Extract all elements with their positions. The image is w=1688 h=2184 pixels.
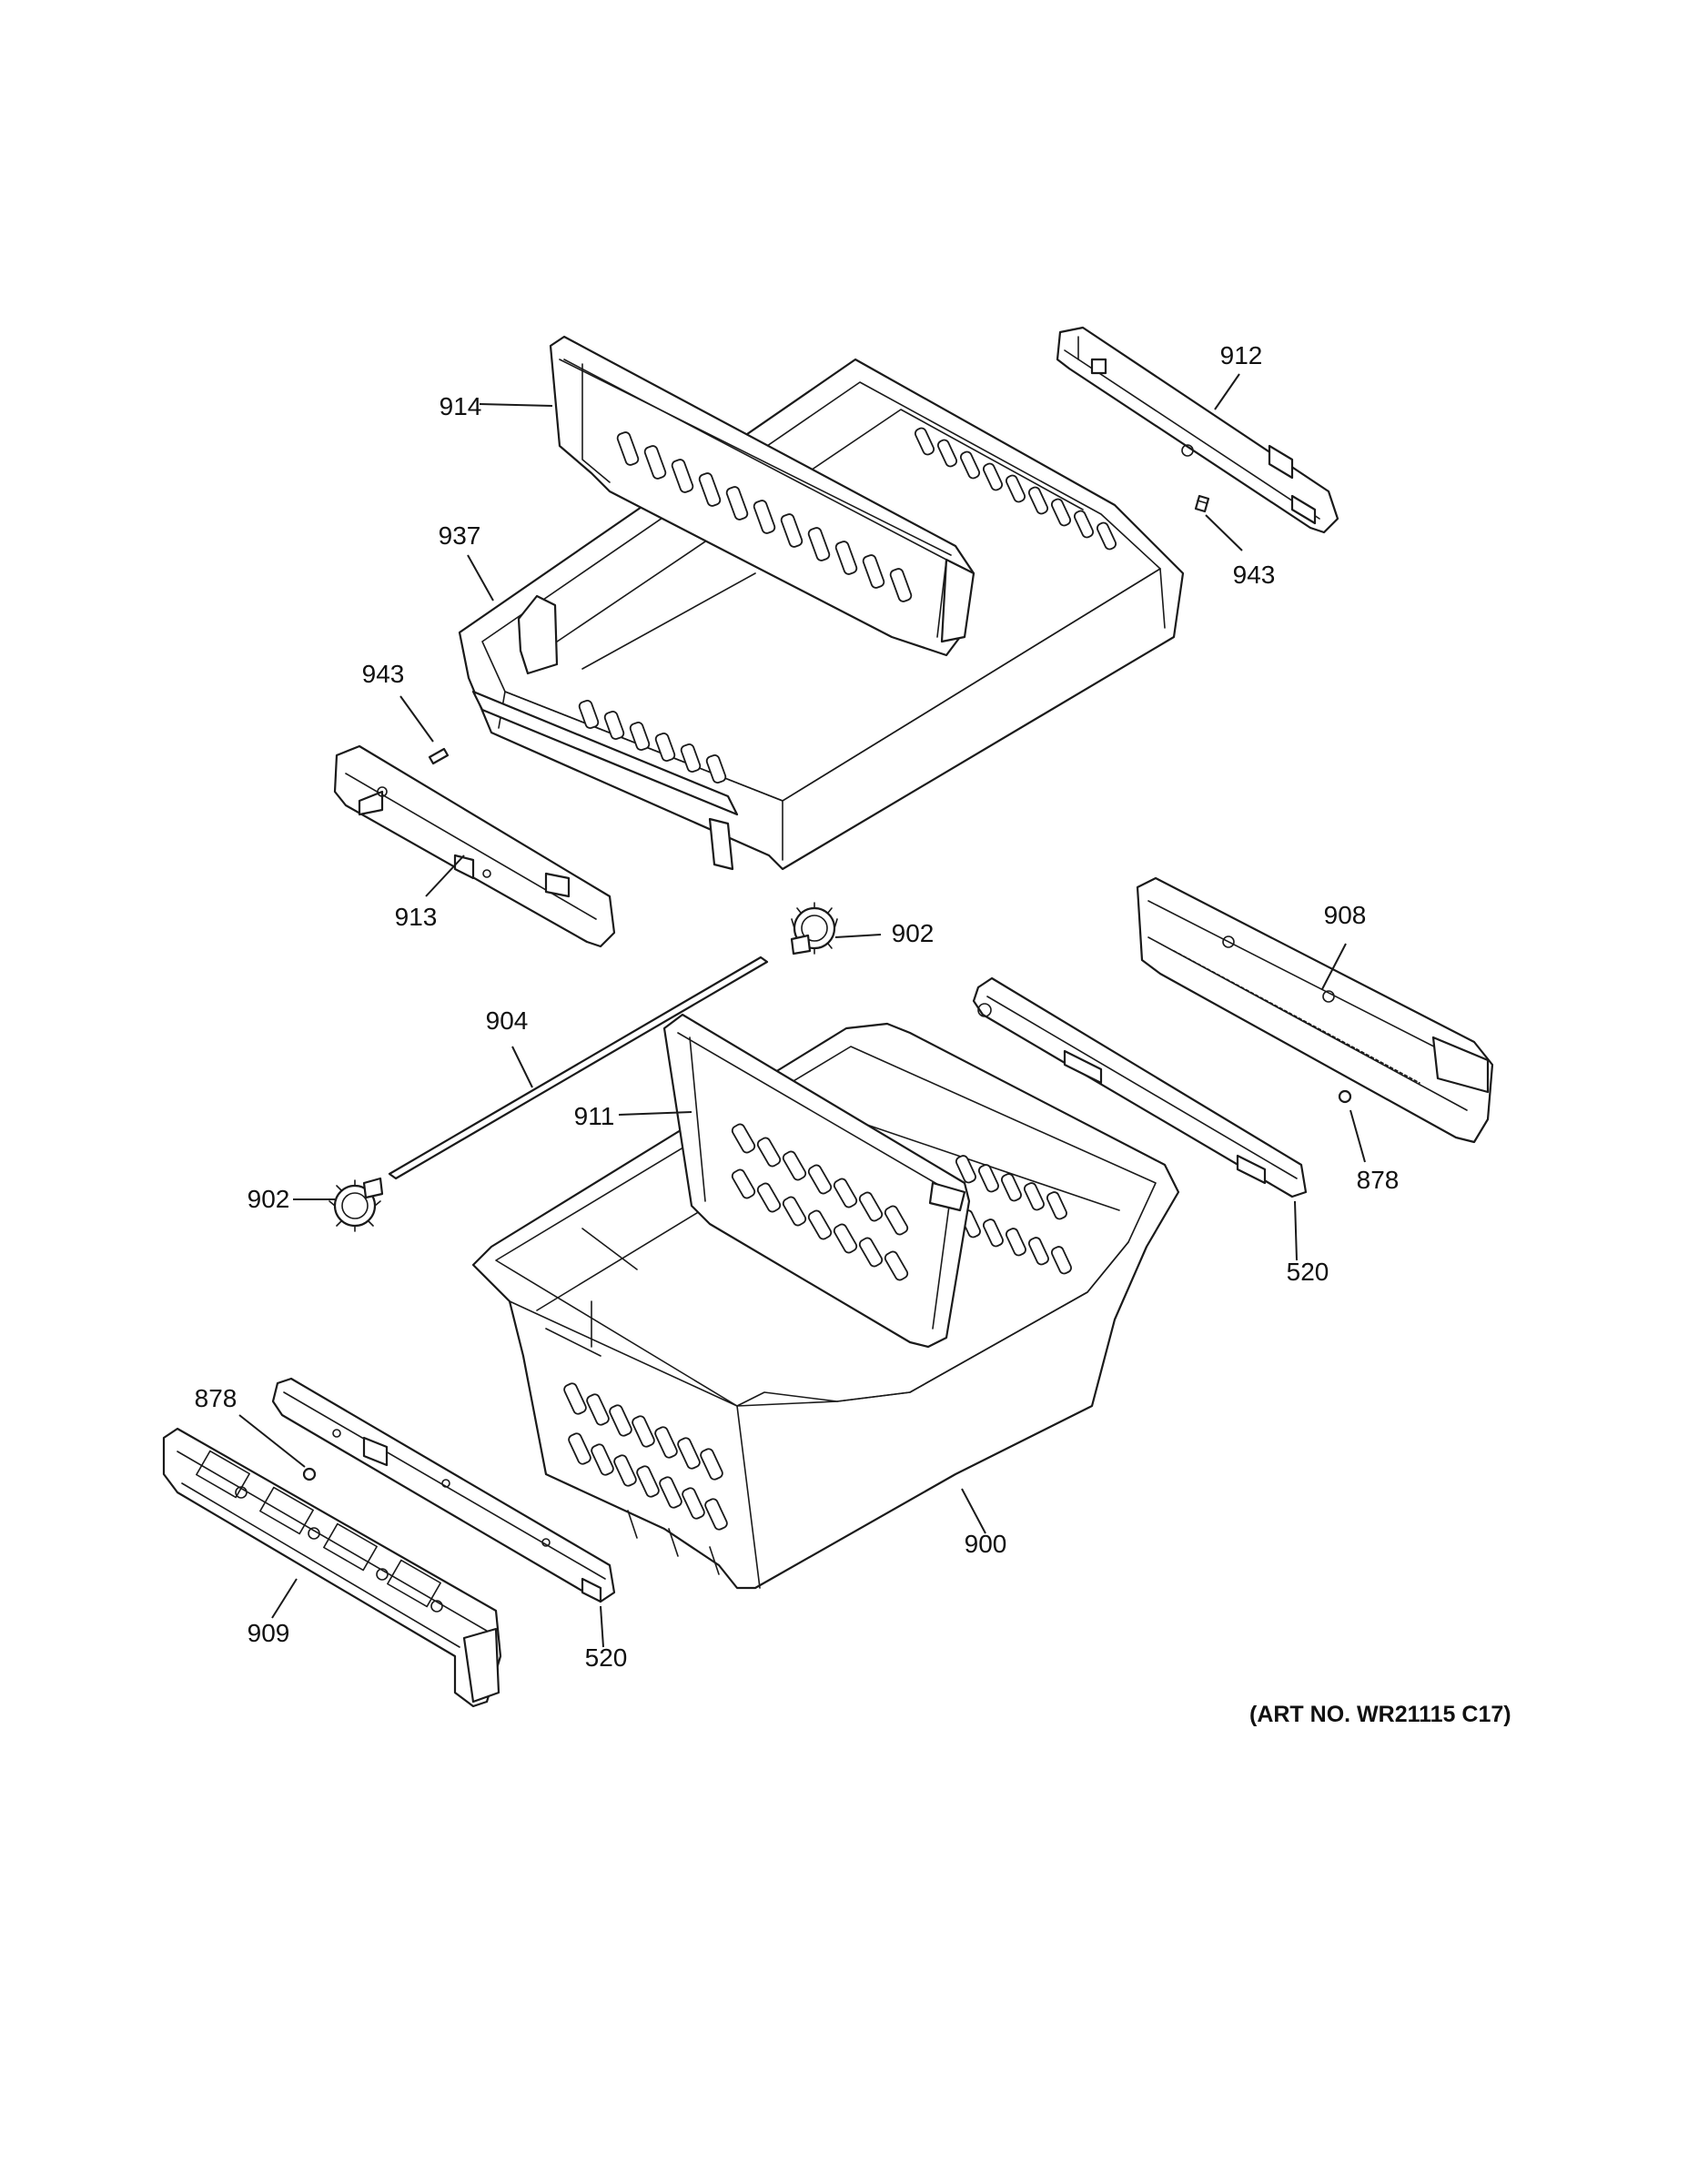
slide-520-left <box>271 1377 616 1603</box>
callout-908: 908 <box>1323 901 1367 929</box>
art-number: (ART NO. WR21115 C17) <box>1249 1702 1511 1727</box>
upper-basket-937 <box>458 358 1185 871</box>
callout-913: 913 <box>394 903 438 931</box>
callout-900: 900 <box>964 1530 1007 1558</box>
leader-520-left <box>600 1605 604 1648</box>
leader-913 <box>425 854 465 897</box>
screw-878-right <box>1338 1089 1352 1104</box>
gear-902-bottom <box>329 1177 384 1232</box>
lower-divider-911 <box>662 1013 971 1349</box>
callout-902-bottom: 902 <box>247 1185 290 1213</box>
callout-911: 911 <box>573 1102 615 1130</box>
leader-904 <box>511 1046 533 1088</box>
upper-basket-vents <box>914 427 1117 551</box>
gear-902-top <box>790 902 838 956</box>
leader-902-top <box>834 934 882 938</box>
slide-520-right <box>972 976 1308 1198</box>
rail-909 <box>162 1427 502 1708</box>
callout-914: 914 <box>439 392 482 420</box>
callout-878-left: 878 <box>194 1384 238 1412</box>
leader-908 <box>1321 943 1347 990</box>
upper-divider-914 <box>517 335 975 675</box>
leader-943-right <box>1205 514 1243 551</box>
callout-943-right: 943 <box>1232 561 1276 589</box>
rail-912 <box>1056 326 1339 534</box>
leader-lines <box>238 373 1366 1648</box>
screw-943-left <box>428 747 450 765</box>
callout-902-top: 902 <box>891 919 935 947</box>
callout-937: 937 <box>438 521 481 550</box>
callout-878-right: 878 <box>1356 1166 1400 1194</box>
screw-943-right <box>1194 494 1210 513</box>
callout-520-right: 520 <box>1286 1258 1329 1286</box>
leader-912 <box>1214 373 1240 410</box>
callout-909: 909 <box>247 1619 290 1647</box>
rail-913 <box>333 744 616 948</box>
leader-878-left <box>238 1414 306 1468</box>
rail-908 <box>1136 876 1494 1144</box>
leader-937 <box>467 554 494 602</box>
leader-943-left <box>399 695 434 743</box>
leader-914 <box>479 403 553 407</box>
callout-904: 904 <box>485 1006 529 1035</box>
callout-520-left: 520 <box>584 1643 628 1672</box>
leader-911 <box>618 1111 692 1116</box>
rod-904 <box>388 956 769 1180</box>
callout-943-left: 943 <box>361 660 405 688</box>
screw-878-left <box>302 1467 317 1481</box>
leader-878-right <box>1349 1109 1366 1163</box>
lower-basket-900 <box>471 1022 1180 1590</box>
callout-912: 912 <box>1219 341 1263 369</box>
leader-909 <box>271 1578 298 1619</box>
leader-900 <box>961 1488 986 1534</box>
leader-520-right <box>1294 1200 1298 1261</box>
